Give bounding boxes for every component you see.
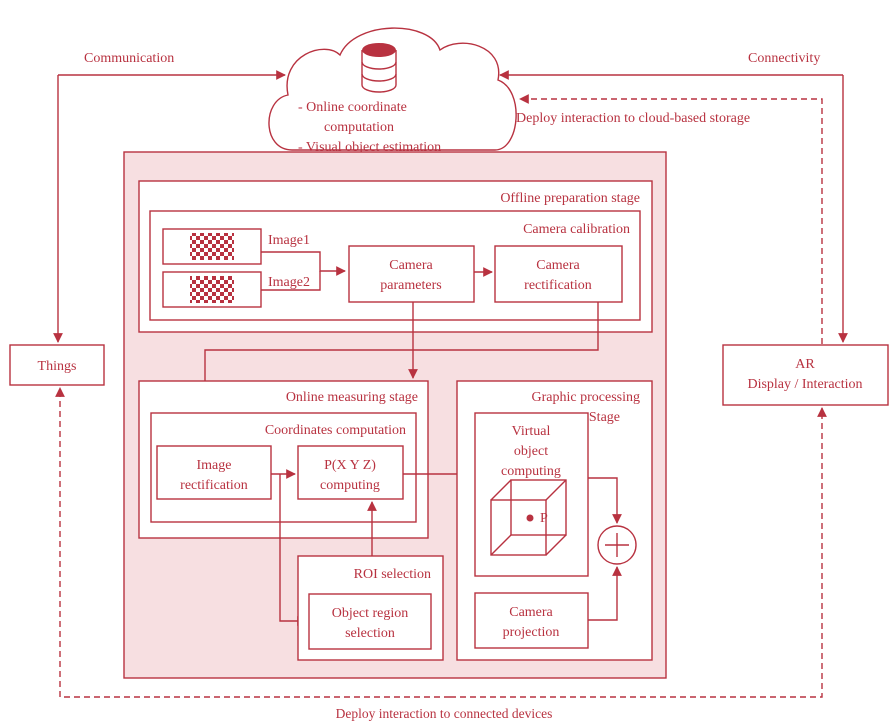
deploy-devices-arrow-to-ar (450, 407, 827, 698)
ar-label-line-1: AR (795, 357, 815, 372)
coordinates-computation-title: Coordinates computation (265, 423, 406, 438)
object-region-line-2: selection (345, 626, 395, 641)
deploy-cloud-arrow (519, 94, 823, 344)
camera-calibration-title: Camera calibration (523, 222, 630, 237)
database-icon (361, 43, 397, 93)
virtual-object-box (474, 412, 589, 577)
camera-rectification-line-1: Camera (536, 258, 580, 273)
graphic-stage-title-line-1: Graphic processing (532, 390, 640, 405)
image1-label: Image1 (268, 233, 310, 248)
virtual-object-line-1: Virtual (512, 424, 551, 439)
camera-rectification-box (494, 245, 623, 303)
cube-icon (490, 479, 567, 556)
camera-parameters-box (348, 245, 475, 303)
deploy-devices-label: Deploy interaction to connected devices (336, 706, 553, 721)
pxyz-computing-box (297, 445, 404, 500)
virtual-object-line-3: computing (501, 464, 561, 479)
object-region-line-1: Object region (332, 606, 409, 621)
object-region-selection-box (308, 593, 432, 650)
cloud-bullet-1-line-2: computation (324, 120, 394, 135)
ar-box (722, 344, 889, 406)
point-p-label: P (540, 511, 548, 526)
cloud (268, 27, 517, 151)
point-p-marker (526, 514, 534, 522)
ar-label-line-2: Display / Interaction (747, 377, 862, 392)
things-label: Things (38, 359, 77, 374)
communication-label: Communication (84, 51, 174, 66)
camera-projection-line-2: projection (503, 625, 560, 640)
image-rectification-box (156, 445, 272, 500)
camera-parameters-line-1: Camera (389, 258, 433, 273)
camera-rectification-line-2: rectification (524, 278, 592, 293)
deploy-cloud-label: Deploy interaction to cloud-based storag… (516, 111, 750, 126)
image2-label: Image2 (268, 275, 310, 290)
image-rectification-line-2: rectification (180, 478, 248, 493)
image-rectification-line-1: Image (197, 458, 232, 473)
pxyz-computing-line-2: computing (320, 478, 380, 493)
plus-circle-icon (597, 525, 637, 565)
connectivity-label: Connectivity (748, 51, 820, 66)
checkerboard-icon (190, 276, 234, 303)
checkerboard-icon (190, 233, 234, 260)
camera-projection-line-1: Camera (509, 605, 553, 620)
roi-selection-title: ROI selection (354, 567, 431, 582)
graphic-stage-title-line-2: Stage (589, 410, 620, 425)
virtual-object-line-2: object (514, 444, 548, 459)
deploy-devices-arrow-to-things (55, 387, 450, 698)
online-stage-title: Online measuring stage (286, 390, 418, 405)
cloud-bullet-1-line-1: - Online coordinate (298, 100, 407, 115)
offline-stage-title: Offline preparation stage (500, 191, 640, 206)
pxyz-computing-line-1: P(X Y Z) (324, 458, 376, 473)
cloud-bullet-2: - Visual object estimation (298, 140, 441, 155)
camera-parameters-line-2: parameters (380, 278, 441, 293)
things-box (9, 344, 105, 386)
camera-projection-box (474, 592, 589, 649)
